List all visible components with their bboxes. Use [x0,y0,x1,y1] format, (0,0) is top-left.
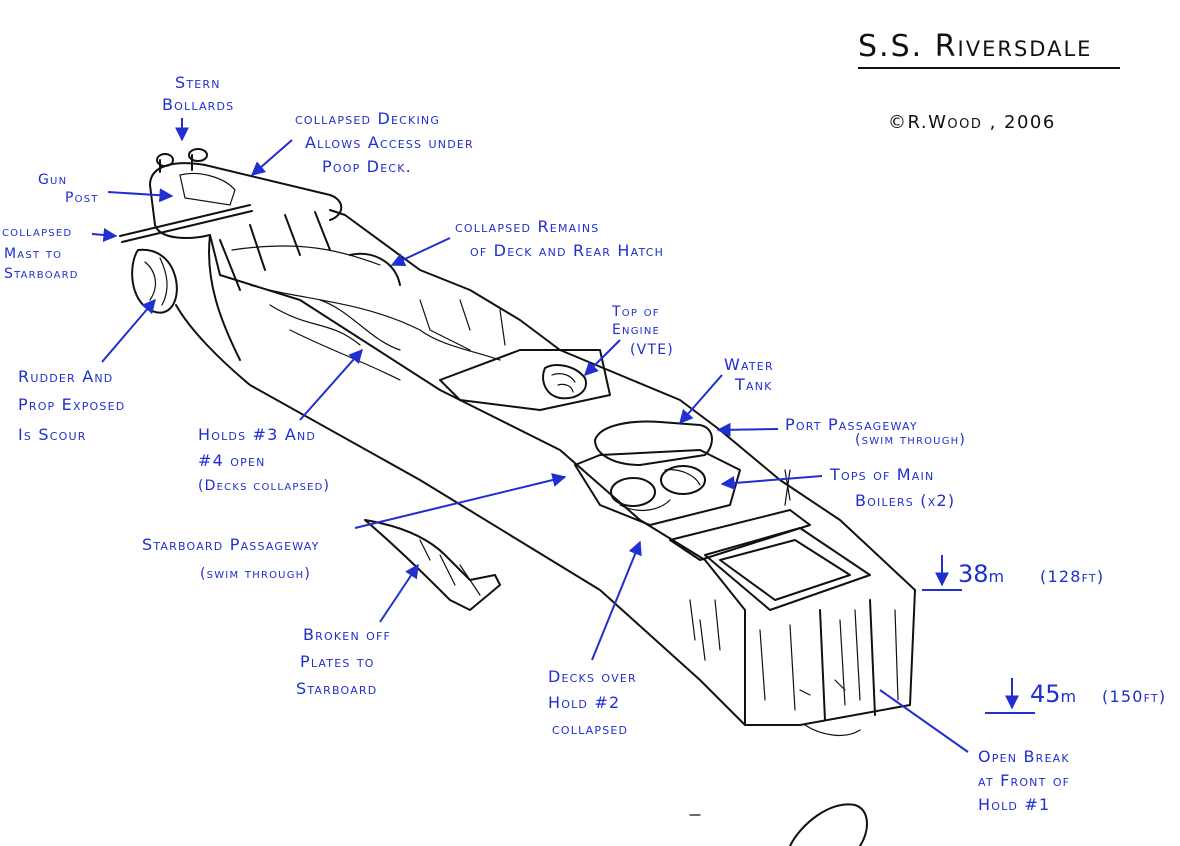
svg-text:at Front of: at Front of [978,771,1070,790]
arrow-starboard-passageway [354,473,567,529]
arrow-tops-of-main-boilers [720,475,823,490]
svg-text:Tops of Main: Tops of Main [829,465,934,484]
arrow-collapsed-mast [91,227,118,242]
svg-text:Boilers (x2): Boilers (x2) [855,491,955,510]
label-open-break: Open Break at Front of Hold #1 [978,747,1070,814]
svg-text:Rudder And: Rudder And [18,367,113,386]
svg-text:Water: Water [724,355,774,374]
svg-text:#4 open: #4 open [198,451,266,470]
svg-text:Open Break: Open Break [978,747,1070,766]
label-rudder-prop: Rudder And Prop Exposed Is Scour [18,367,125,444]
svg-text:Stern: Stern [175,73,221,92]
svg-text:(Decks collapsed): (Decks collapsed) [198,478,330,494]
label-collapsed-remains: collapsed Remains of Deck and Rear Hatch [455,217,664,260]
svg-text:Starboard: Starboard [296,679,377,698]
arrow-port-passageway [716,422,779,437]
depth-marker-lower: 45m (150ft) [985,678,1166,714]
svg-text:(swim through): (swim through) [855,432,966,448]
svg-text:Hold #2: Hold #2 [548,693,620,712]
arrow-open-break [879,689,969,753]
svg-text:collapsed Remains: collapsed Remains [455,217,599,236]
arrow-water-tank [679,374,723,425]
depth-marker-upper: 38m (128ft) [922,555,1104,591]
label-top-of-engine: Top of Engine (VTE) [611,304,674,358]
copyright-notice: ©R.Wood , 2006 [888,112,1056,133]
svg-text:Bollards: Bollards [162,95,234,114]
arrow-collapsed-decking [250,139,293,176]
label-collapsed-decking: collapsed Decking Allows Access under Po… [295,109,474,176]
svg-text:Allows Access under: Allows Access under [305,133,474,152]
svg-text:Hold #1: Hold #1 [978,795,1050,814]
svg-text:Is Scour: Is Scour [18,425,87,444]
label-tops-of-main-boilers: Tops of Main Boilers (x2) [829,465,955,510]
svg-text:45m: 45m [1030,680,1076,708]
svg-text:Post: Post [65,190,99,206]
svg-text:Prop Exposed: Prop Exposed [18,395,125,414]
label-stern-bollards: Stern Bollards [162,73,234,114]
label-broken-off-plates: Broken off Plates to Starboard [296,625,391,698]
svg-text:(128ft): (128ft) [1040,567,1104,586]
svg-text:collapsed Decking: collapsed Decking [295,109,440,128]
arrow-holds-3-4 [299,348,363,421]
label-port-passageway: Port Passageway (swim through) [785,415,966,448]
svg-text:Mast to: Mast to [4,246,62,262]
label-holds-3-4: Holds #3 And #4 open (Decks collapsed) [198,425,330,494]
svg-text:Tank: Tank [734,375,773,394]
svg-text:Holds #3 And: Holds #3 And [198,425,316,444]
svg-text:Poop Deck.: Poop Deck. [322,157,412,176]
svg-text:Top of: Top of [611,304,660,320]
arrow-collapsed-remains [390,237,451,267]
arrow-rudder-prop [101,298,156,363]
label-collapsed-mast: collapsed Mast to Starboard [2,224,79,282]
svg-text:Gun: Gun [38,172,67,188]
svg-text:Plates to: Plates to [300,652,375,671]
svg-text:(150ft): (150ft) [1102,687,1166,706]
svg-text:collapsed: collapsed [2,224,72,240]
ship-hull-drawing [119,148,916,846]
svg-text:collapsed: collapsed [552,719,628,738]
svg-text:Decks over: Decks over [548,667,637,686]
label-decks-over-hold-2: Decks over Hold #2 collapsed [548,667,637,738]
diagram-title: S.S. Riversdale [858,29,1092,64]
svg-text:Starboard: Starboard [4,266,79,282]
svg-text:Engine: Engine [612,322,660,338]
label-water-tank: Water Tank [724,355,774,394]
svg-text:(swim through): (swim through) [200,566,311,582]
arrow-decks-over-hold-2 [591,540,642,661]
svg-text:Broken off: Broken off [303,625,391,644]
label-gun-post: Gun Post [38,172,99,206]
arrow-broken-off-plates [379,563,419,623]
label-starboard-passageway: Starboard Passageway (swim through) [142,535,320,582]
svg-text:Starboard Passageway: Starboard Passageway [142,535,320,554]
svg-text:Port Passageway: Port Passageway [785,415,918,434]
svg-text:38m: 38m [958,560,1004,588]
svg-text:of Deck and Rear Hatch: of Deck and Rear Hatch [470,241,664,260]
arrow-top-of-engine [584,339,621,376]
svg-text:(VTE): (VTE) [630,342,674,358]
arrow-gun-post [107,188,174,203]
